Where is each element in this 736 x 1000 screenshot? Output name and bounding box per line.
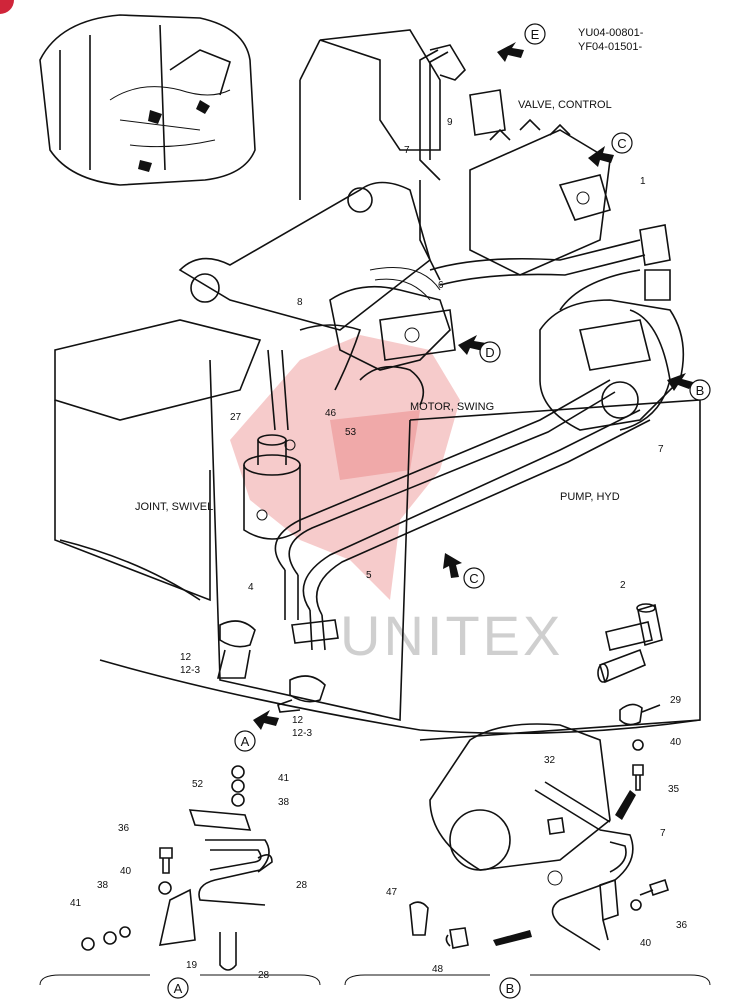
fitting-48 bbox=[445, 927, 469, 949]
hydraulic-pump bbox=[539, 224, 685, 431]
bracket-52 bbox=[188, 809, 252, 831]
watermark-text: UNITEX bbox=[340, 604, 563, 667]
nut-stack-41-top bbox=[231, 765, 245, 793]
part-number-38-bottom: 38 bbox=[97, 880, 109, 891]
washer-40-detail bbox=[630, 899, 642, 911]
part-number-2: 2 bbox=[620, 580, 626, 591]
washer-40-left bbox=[158, 881, 172, 895]
part-number-12-left: 12 bbox=[180, 652, 192, 663]
part-number-40-detail: 40 bbox=[640, 938, 652, 949]
part-number-36-right: 36 bbox=[676, 920, 688, 931]
part-number-12-3-left: 12-3 bbox=[180, 665, 200, 676]
hose-end-detail bbox=[599, 878, 619, 941]
part-number-40-left: 40 bbox=[120, 866, 132, 877]
svg-text:E: E bbox=[531, 27, 540, 42]
nut-stack-41-bottom bbox=[81, 931, 117, 951]
joint-swivel-label: JOINT, SWIVEL bbox=[135, 501, 213, 513]
swing-motor-assembly bbox=[329, 267, 456, 406]
bolt-36-right bbox=[639, 878, 669, 897]
motor-swing-label: MOTOR, SWING bbox=[410, 401, 494, 413]
view-marker-c-mid: C bbox=[463, 567, 485, 589]
view-marker-e: E bbox=[524, 23, 546, 45]
serial-range-2: YF04-01501- bbox=[578, 41, 643, 53]
part-number-35: 35 bbox=[668, 784, 680, 795]
part-number-1: 1 bbox=[640, 176, 646, 187]
part-number-28-top: 28 bbox=[296, 880, 308, 891]
part-number-29: 29 bbox=[670, 695, 682, 706]
part-number-32: 32 bbox=[544, 755, 556, 766]
bracket-19 bbox=[158, 888, 196, 946]
part-number-9: 9 bbox=[447, 117, 453, 128]
part-number-7-detail: 7 bbox=[660, 828, 666, 839]
pipe-detail-a bbox=[198, 839, 270, 906]
corner-badge bbox=[0, 0, 14, 14]
part-number-38-top: 38 bbox=[278, 797, 290, 808]
part-number-27: 27 bbox=[230, 412, 242, 423]
valve-control-label: VALVE, CONTROL bbox=[518, 99, 612, 111]
machine-inset bbox=[39, 14, 256, 186]
part-number-19: 19 bbox=[186, 960, 198, 971]
part-number-8: 8 bbox=[297, 297, 303, 308]
view-marker-b: B bbox=[689, 379, 711, 401]
view-marker-d: D bbox=[479, 341, 501, 363]
svg-text:B: B bbox=[696, 383, 705, 398]
control-valve-assembly bbox=[419, 44, 611, 276]
pump-hyd-label: PUMP, HYD bbox=[560, 491, 620, 503]
view-marker-a: A bbox=[234, 730, 256, 752]
svg-text:D: D bbox=[485, 345, 494, 360]
part-number-7: 7 bbox=[404, 145, 410, 156]
svg-text:A: A bbox=[174, 981, 183, 996]
clamp-47 bbox=[409, 901, 429, 936]
bolt-35 bbox=[632, 764, 644, 791]
part-number-53: 53 bbox=[345, 427, 357, 438]
part-number-6: 6 bbox=[438, 280, 444, 291]
part-number-48: 48 bbox=[432, 964, 444, 975]
detail-a-bracket-line bbox=[39, 974, 321, 986]
u-bolt-28-bottom bbox=[219, 932, 237, 971]
watermark-logo bbox=[230, 335, 460, 600]
washer-38-bottom bbox=[119, 926, 131, 938]
svg-text:B: B bbox=[506, 981, 515, 996]
part-number-47: 47 bbox=[386, 887, 398, 898]
part-number-12-bottom: 12 bbox=[292, 715, 304, 726]
detail-b-bracket-line bbox=[344, 974, 711, 986]
hose-routing bbox=[274, 180, 671, 651]
part-number-36-left: 36 bbox=[118, 823, 130, 834]
bolt-36-left bbox=[159, 847, 173, 874]
view-marker-c-top: C bbox=[611, 132, 633, 154]
pipe-fitting-2 bbox=[597, 603, 663, 684]
part-number-4: 4 bbox=[248, 582, 254, 593]
machine-frame bbox=[54, 29, 701, 741]
detail-b-marker: B bbox=[499, 977, 521, 999]
view-arrows bbox=[253, 42, 693, 946]
svg-text:A: A bbox=[241, 734, 250, 749]
washer-38-top bbox=[231, 793, 245, 807]
part-number-40-right: 40 bbox=[670, 737, 682, 748]
part-number-7-pump: 7 bbox=[658, 444, 664, 455]
swivel-joint bbox=[243, 349, 301, 540]
u-bolt-28-top bbox=[257, 854, 273, 873]
pipe-7-detail bbox=[551, 829, 634, 951]
part-number-41-bottom: 41 bbox=[70, 898, 82, 909]
clamp-brackets bbox=[216, 619, 339, 713]
svg-text:C: C bbox=[469, 571, 478, 586]
clamp-29 bbox=[619, 703, 661, 726]
detail-a-marker: A bbox=[167, 977, 189, 999]
part-number-41-top: 41 bbox=[278, 773, 290, 784]
part-number-46: 46 bbox=[325, 408, 337, 419]
washer-40-right bbox=[632, 739, 644, 751]
svg-text:C: C bbox=[617, 136, 626, 151]
part-number-12-3-bottom: 12-3 bbox=[292, 728, 312, 739]
pump-detail-b bbox=[429, 723, 611, 886]
part-number-52: 52 bbox=[192, 779, 204, 790]
part-number-5: 5 bbox=[366, 570, 372, 581]
serial-range-1: YU04-00801- bbox=[578, 27, 644, 39]
